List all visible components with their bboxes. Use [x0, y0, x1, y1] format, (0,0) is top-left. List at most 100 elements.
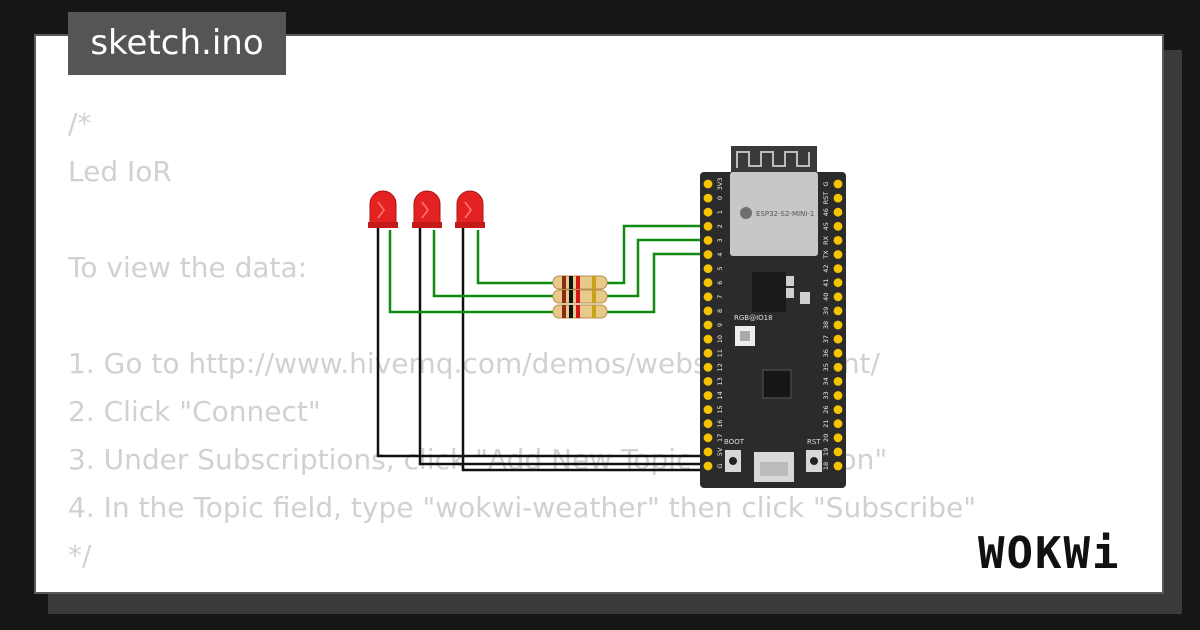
right-pin-label: 35 — [822, 363, 830, 371]
right-pin-33[interactable] — [833, 391, 843, 400]
left-pin-14[interactable] — [703, 391, 713, 400]
right-pin-label: 33 — [822, 391, 830, 399]
left-pin-G[interactable] — [703, 461, 713, 471]
resistor-bank — [552, 275, 608, 319]
signal-wire-led1 — [388, 230, 555, 314]
led-3 — [455, 190, 485, 228]
left-pin-label: 13 — [716, 377, 724, 385]
left-pin-8[interactable] — [703, 306, 713, 316]
right-pin-label: 19 — [822, 448, 830, 456]
voltage-regulator — [752, 272, 786, 312]
right-pin-41[interactable] — [833, 278, 843, 288]
left-pin-6[interactable] — [703, 278, 713, 288]
right-pin-RX[interactable] — [833, 236, 843, 245]
resistor-3 — [552, 304, 608, 319]
ground-wire-led1 — [376, 228, 710, 458]
right-pin-label: 37 — [822, 335, 830, 343]
left-pin-label: 11 — [716, 349, 724, 357]
right-pin-label: 41 — [822, 279, 830, 287]
right-pin-36[interactable] — [833, 348, 843, 358]
left-pin-12[interactable] — [703, 362, 713, 372]
left-pin-label: 0 — [716, 196, 724, 200]
left-pin-7[interactable] — [703, 292, 713, 302]
module-label: ESP32-S2-MINI-1 — [756, 210, 814, 218]
left-pin-label: 17 — [716, 434, 724, 442]
right-pin-42[interactable] — [833, 264, 843, 273]
ground-wire-led3 — [461, 228, 710, 472]
left-pin-13[interactable] — [703, 377, 713, 386]
left-pin-9[interactable] — [703, 320, 713, 330]
left-pin-1[interactable] — [703, 207, 713, 217]
left-pin-0[interactable] — [703, 193, 713, 203]
right-pin-39[interactable] — [833, 306, 843, 316]
file-tab: sketch.ino — [68, 12, 286, 75]
right-pin-18[interactable] — [833, 461, 843, 471]
left-pin-17[interactable] — [703, 433, 713, 443]
left-pin-16[interactable] — [703, 419, 713, 429]
right-pin-label: 20 — [822, 434, 830, 442]
right-pin-20[interactable] — [833, 433, 843, 443]
left-pin-5V[interactable] — [703, 447, 713, 457]
right-pin-label: 45 — [822, 222, 830, 230]
left-pin-label: 8 — [716, 309, 724, 313]
right-pin-46[interactable] — [833, 207, 843, 217]
resistor-2 — [552, 289, 608, 304]
signal-wires — [388, 224, 708, 314]
boot-label: BOOT — [724, 438, 745, 446]
left-pin-label: 12 — [716, 363, 724, 371]
right-pin-26[interactable] — [833, 405, 843, 414]
left-pin-4[interactable] — [703, 250, 713, 259]
right-pin-label: G — [822, 181, 830, 186]
left-pin-label: 5V — [716, 447, 724, 456]
code-line-1: /* — [68, 107, 92, 140]
right-pin-34[interactable] — [833, 377, 843, 386]
left-pin-label: G — [716, 463, 724, 468]
right-pin-40[interactable] — [833, 292, 843, 302]
led-1 — [368, 190, 398, 228]
right-pin-label: 26 — [822, 405, 830, 413]
right-pin-45[interactable] — [833, 221, 843, 231]
right-pin-label: 21 — [822, 420, 830, 428]
left-pin-10[interactable] — [703, 334, 713, 344]
right-pin-label: RST — [822, 192, 830, 205]
usb-chip — [762, 369, 792, 399]
right-pin-label: 40 — [822, 293, 830, 301]
right-pin-label: 18 — [822, 462, 830, 470]
code-line-2: Led IoR — [68, 155, 172, 188]
esp32-board: ESP32-S2-MINI-1 RGB@IO18 BOOT RST 3V3012… — [700, 146, 846, 488]
esp-module — [730, 172, 818, 256]
right-pin-38[interactable] — [833, 320, 843, 330]
resistor-1 — [552, 275, 608, 290]
left-pin-3[interactable] — [703, 236, 713, 245]
right-pin-label: 34 — [822, 377, 830, 385]
left-pin-label: 6 — [716, 281, 724, 285]
left-pin-label: 1 — [716, 210, 724, 214]
left-pin-2[interactable] — [703, 221, 713, 231]
right-pin-label: 39 — [822, 307, 830, 315]
pin-header-right: GRST4645RXTX4241403938373635343326212019… — [822, 179, 843, 471]
right-pin-label: 42 — [822, 264, 830, 272]
left-pin-label: 5 — [716, 267, 724, 271]
right-pin-RST[interactable] — [833, 193, 843, 203]
left-pin-15[interactable] — [703, 405, 713, 414]
left-pin-label: 4 — [716, 252, 724, 256]
code-line-9: 4. In the Topic field, type "wokwi-weath… — [68, 491, 977, 524]
right-pin-label: TX — [822, 250, 830, 260]
right-pin-TX[interactable] — [833, 250, 843, 259]
right-pin-37[interactable] — [833, 334, 843, 344]
signal-wire-led2 — [432, 230, 555, 298]
right-pin-35[interactable] — [833, 362, 843, 372]
right-pin-G[interactable] — [833, 179, 843, 189]
left-pin-label: 14 — [716, 391, 724, 399]
left-pin-3V3[interactable] — [703, 179, 713, 189]
right-pin-21[interactable] — [833, 419, 843, 429]
right-pin-19[interactable] — [833, 447, 843, 457]
left-pin-label: 9 — [716, 323, 724, 327]
led-2 — [412, 190, 442, 228]
left-pin-11[interactable] — [703, 348, 713, 358]
left-pin-5[interactable] — [703, 264, 713, 273]
rst-label: RST — [807, 438, 821, 446]
right-pin-label: 46 — [822, 208, 830, 216]
